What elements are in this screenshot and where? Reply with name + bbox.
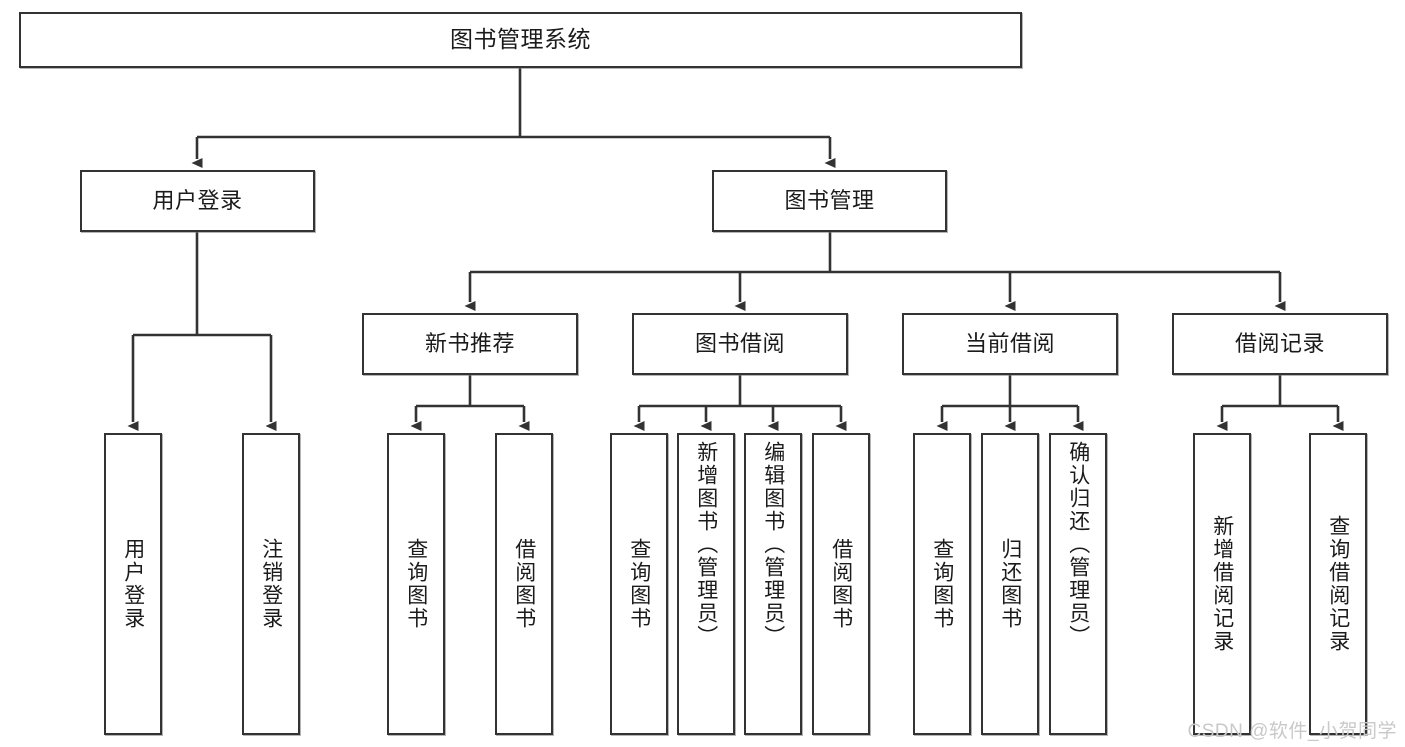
node-current-borrow[interactable]: 当前借阅 [902, 313, 1118, 375]
node-leaf-add-borrow-record-label: 新增借阅记录 [1210, 515, 1234, 653]
node-leaf-borrow-book-1[interactable]: 借阅图书 [495, 433, 553, 735]
node-user-login-label: 用户登录 [152, 188, 243, 214]
node-leaf-edit-book-admin-label: 编辑图书（管理员） [761, 441, 785, 648]
node-leaf-query-borrow-record-label: 查询借阅记录 [1326, 515, 1350, 653]
node-leaf-add-borrow-record[interactable]: 新增借阅记录 [1193, 433, 1251, 735]
node-leaf-query-book-1[interactable]: 查询图书 [387, 433, 445, 735]
node-leaf-query-book-2-label: 查询图书 [627, 538, 651, 630]
node-current-borrow-label: 当前借阅 [964, 331, 1055, 357]
node-root-system[interactable]: 图书管理系统 [19, 12, 1022, 68]
node-leaf-borrow-book-2-label: 借阅图书 [829, 538, 853, 630]
node-leaf-query-book-3-label: 查询图书 [930, 538, 954, 630]
node-leaf-confirm-return-admin[interactable]: 确认归还（管理员） [1049, 433, 1107, 735]
node-leaf-return-book-label: 归还图书 [998, 538, 1022, 630]
node-leaf-return-book[interactable]: 归还图书 [981, 433, 1039, 735]
node-borrow-record-label: 借阅记录 [1234, 331, 1325, 357]
node-leaf-user-login-label: 用户登录 [121, 538, 145, 630]
node-user-login[interactable]: 用户登录 [80, 170, 315, 232]
node-book-manage[interactable]: 图书管理 [712, 170, 947, 232]
node-leaf-borrow-book-1-label: 借阅图书 [512, 538, 536, 630]
node-leaf-logout-login[interactable]: 注销登录 [242, 433, 300, 735]
node-book-borrow[interactable]: 图书借阅 [632, 313, 848, 375]
node-new-book-recommend-label: 新书推荐 [424, 331, 515, 357]
node-borrow-record[interactable]: 借阅记录 [1172, 313, 1388, 375]
node-leaf-query-book-1-label: 查询图书 [404, 538, 428, 630]
node-leaf-query-book-2[interactable]: 查询图书 [610, 433, 668, 735]
node-leaf-add-book-admin-label: 新增图书（管理员） [694, 441, 718, 648]
node-book-borrow-label: 图书借阅 [694, 331, 785, 357]
csdn-watermark: CSDN @软件_小贺同学 [1187, 721, 1397, 742]
node-root-system-label: 图书管理系统 [450, 26, 591, 53]
node-leaf-query-borrow-record[interactable]: 查询借阅记录 [1309, 433, 1367, 735]
node-leaf-borrow-book-2[interactable]: 借阅图书 [812, 433, 870, 735]
node-new-book-recommend[interactable]: 新书推荐 [362, 313, 578, 375]
node-book-manage-label: 图书管理 [784, 188, 875, 214]
node-leaf-user-login[interactable]: 用户登录 [104, 433, 162, 735]
node-leaf-query-book-3[interactable]: 查询图书 [913, 433, 971, 735]
node-leaf-confirm-return-admin-label: 确认归还（管理员） [1066, 441, 1090, 648]
node-leaf-edit-book-admin[interactable]: 编辑图书（管理员） [744, 433, 802, 735]
node-leaf-add-book-admin[interactable]: 新增图书（管理员） [677, 433, 735, 735]
node-leaf-logout-login-label: 注销登录 [259, 538, 283, 630]
